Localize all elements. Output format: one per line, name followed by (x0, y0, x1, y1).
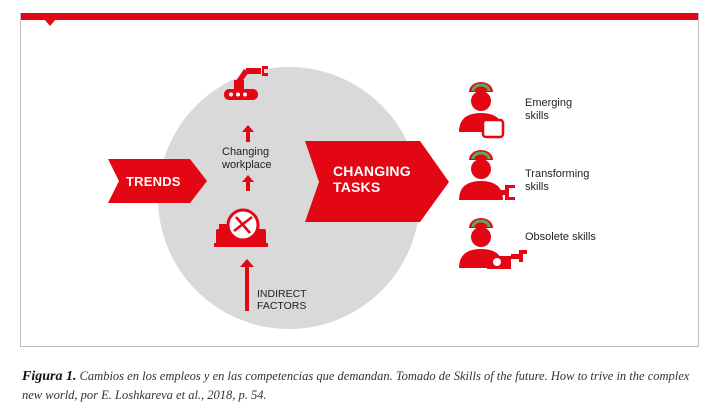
person-tablet-icon (459, 82, 505, 139)
skill-transforming-line2: skills (525, 181, 549, 193)
skill-emerging-line2: skills (525, 110, 549, 122)
top-accent-bar (20, 13, 698, 20)
changing-workplace-label: Changing workplace (222, 146, 272, 172)
skill-label-obsolete: Obsolete skills (525, 231, 596, 244)
skill-transforming-line1: Transforming (525, 168, 590, 180)
caption-text: Cambios en los empleos y en las competen… (22, 369, 690, 402)
changing-workplace-line1: Changing (222, 146, 270, 158)
machine-icon (214, 208, 268, 247)
skill-label-emerging: Emerging skills (525, 97, 572, 123)
changing-tasks-line2: TASKS (333, 179, 381, 195)
changing-tasks-label: CHANGING TASKS (333, 163, 411, 195)
indirect-factors-line1: INDIRECT (257, 288, 307, 300)
trends-arrow (108, 159, 207, 203)
person-wrench-icon (459, 150, 515, 200)
skill-emerging-line1: Emerging (525, 97, 573, 109)
changing-tasks-arrow (305, 141, 449, 222)
changing-workplace-line2: workplace (222, 159, 272, 171)
up-arrow-middle (242, 175, 254, 191)
person-machine-icon (459, 218, 527, 269)
changing-tasks-line1: CHANGING (333, 163, 411, 179)
skill-obsolete-line1: Obsolete skills (525, 231, 596, 243)
caption-label: Figura 1. (22, 369, 77, 384)
up-arrow-long (240, 259, 254, 311)
robot-arm-icon (224, 66, 268, 100)
indirect-factors-label: INDIRECT FACTORS (257, 288, 307, 312)
figure-caption: Figura 1. Cambios en los empleos y en la… (22, 367, 712, 404)
top-notch (44, 19, 56, 26)
up-arrow-top (242, 125, 254, 142)
skill-label-transforming: Transforming skills (525, 168, 589, 194)
indirect-factors-line2: FACTORS (257, 300, 307, 312)
figure-frame (20, 13, 699, 347)
trends-label: TRENDS (126, 174, 181, 189)
